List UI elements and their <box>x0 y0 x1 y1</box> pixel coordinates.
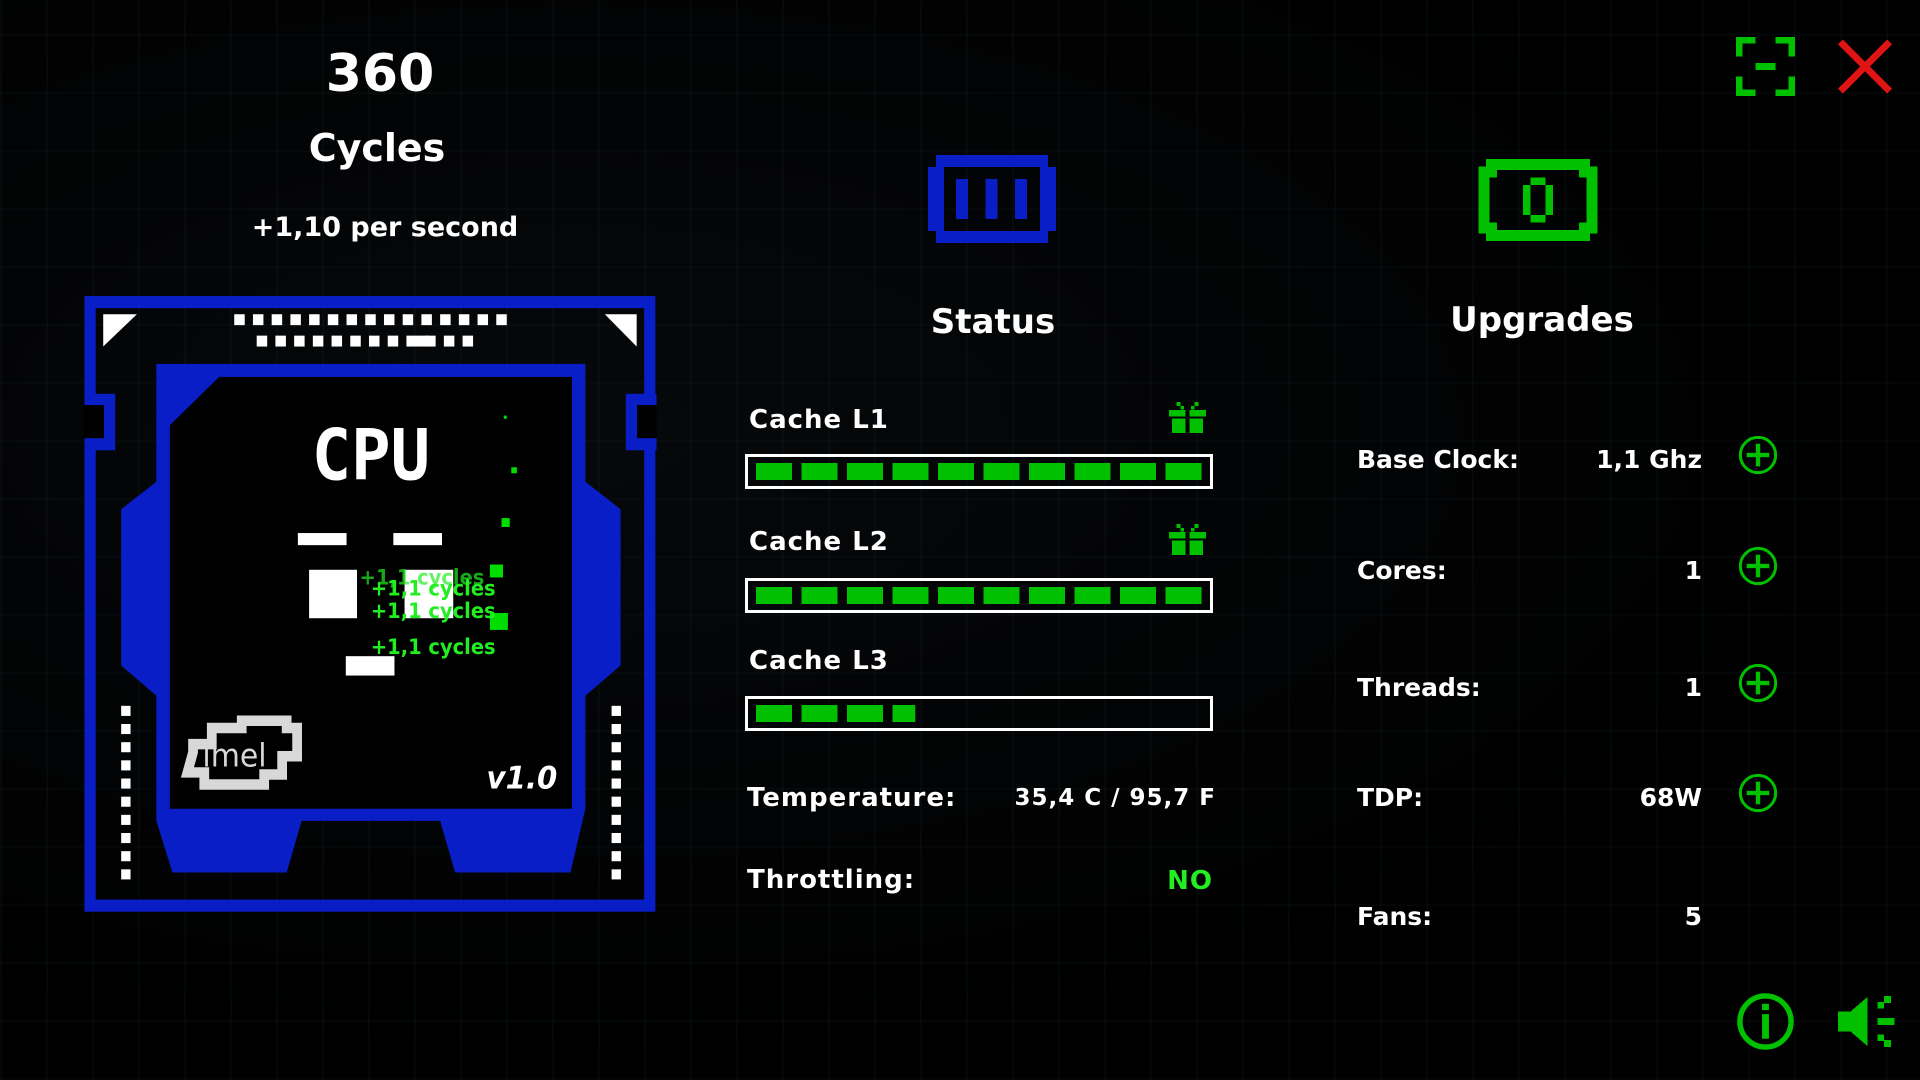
upgrade-value: 1 <box>1684 673 1702 702</box>
cache-progress-segment <box>892 463 929 480</box>
cache-label: Cache L2 <box>749 527 889 557</box>
cache-progress-segment <box>1074 463 1111 480</box>
upgrade-row: Cores: 1 <box>1357 556 1702 585</box>
cycles-count: 360 <box>325 44 435 104</box>
cache-progress-bar <box>745 696 1213 731</box>
cache-progress-bar <box>745 578 1213 613</box>
cpu-title: CPU <box>312 415 430 497</box>
gift-icon[interactable] <box>1169 524 1206 555</box>
temperature-label: Temperature: <box>747 783 957 813</box>
cache-progress-segment <box>801 587 838 604</box>
upgrade-plus-button[interactable] <box>1738 435 1778 475</box>
cache-progress-fill <box>756 705 916 722</box>
upgrade-label: Threads: <box>1357 673 1481 702</box>
cache-progress-segment <box>756 705 792 722</box>
cache-progress-segment <box>1029 463 1065 480</box>
cache-progress-segment <box>892 705 916 722</box>
cache-progress-segment <box>1074 587 1111 604</box>
cache-progress-bar <box>745 454 1213 489</box>
cache-progress-segment <box>1120 463 1156 480</box>
cache-progress-segment <box>983 463 1020 480</box>
upgrade-value: 68W <box>1639 783 1702 812</box>
brand-logo-text: imel <box>202 737 266 774</box>
upgrade-label: TDP: <box>1357 783 1424 812</box>
status-bars-icon <box>928 155 1056 243</box>
upgrades-title: Upgrades <box>1450 300 1634 340</box>
upgrade-row: Base Clock: 1,1 Ghz <box>1357 445 1702 474</box>
cache-progress-segment <box>892 587 929 604</box>
cache-label: Cache L3 <box>749 646 889 676</box>
cache-progress-segment <box>1165 463 1202 480</box>
upgrade-label: Cores: <box>1357 556 1447 585</box>
cache-label: Cache L1 <box>749 405 889 435</box>
upgrade-row: TDP: 68W <box>1357 783 1702 812</box>
upgrade-row: Fans: 5 <box>1357 902 1702 931</box>
floating-gain-text: +1,1 cycles <box>371 598 496 623</box>
cache-progress-segment <box>938 587 974 604</box>
throttling-label: Throttling: <box>747 865 916 895</box>
upgrade-label: Fans: <box>1357 902 1433 931</box>
cache-progress-segment <box>801 463 838 480</box>
cpu-face <box>297 533 454 676</box>
throttling-value: NO <box>1167 866 1213 896</box>
cache-progress-segment <box>847 463 883 480</box>
fullscreen-icon[interactable] <box>1736 37 1795 96</box>
cache-progress-segment <box>847 705 883 722</box>
cache-progress-segment <box>938 463 974 480</box>
info-icon[interactable] <box>1736 992 1795 1051</box>
cycles-rate: +1,10 per second <box>251 212 519 243</box>
cpu-pins <box>121 314 621 880</box>
cpu-die <box>169 376 572 809</box>
cache-progress-fill <box>756 463 1202 480</box>
cache-progress-segment <box>801 705 838 722</box>
upgrade-row: Threads: 1 <box>1357 673 1702 702</box>
cache-progress-segment <box>1165 587 1202 604</box>
upgrade-value: 1,1 Ghz <box>1596 445 1702 474</box>
cache-progress-segment <box>983 587 1020 604</box>
floating-gain-text: +1,1 cycles <box>360 565 485 590</box>
floating-gain-text: +1,1 cycles <box>371 634 496 659</box>
cache-progress-segment <box>847 587 883 604</box>
floating-gain-text: +1,1 cycles <box>371 576 496 601</box>
upgrade-value: 1 <box>1684 556 1702 585</box>
upgrades-eye-icon <box>1478 159 1598 241</box>
cpu-click-button[interactable]: CPU +1,1 cycles +1,1 cycles +1,1 cycles … <box>77 288 664 921</box>
cache-progress-segment <box>1120 587 1156 604</box>
upgrade-plus-button[interactable] <box>1738 546 1778 586</box>
upgrade-plus-button[interactable] <box>1738 663 1778 703</box>
gift-icon[interactable] <box>1169 402 1206 433</box>
status-title: Status <box>930 302 1056 342</box>
cpu-version: v1.0 <box>487 761 558 797</box>
cache-progress-segment <box>1029 587 1065 604</box>
upgrade-plus-button[interactable] <box>1738 773 1778 813</box>
cache-progress-fill <box>756 587 1202 604</box>
close-icon[interactable] <box>1834 37 1896 96</box>
cpu-socket-frame <box>84 296 657 912</box>
cache-progress-segment <box>756 463 792 480</box>
temperature-value: 35,4 C / 95,7 F <box>1014 785 1216 811</box>
sound-icon[interactable] <box>1837 992 1898 1051</box>
cpu-particles <box>489 415 517 630</box>
cache-progress-segment <box>756 587 792 604</box>
upgrade-value: 5 <box>1684 902 1702 931</box>
upgrade-label: Base Clock: <box>1357 445 1519 474</box>
cycles-label: Cycles <box>308 126 446 170</box>
brand-logo: imel <box>180 715 302 790</box>
